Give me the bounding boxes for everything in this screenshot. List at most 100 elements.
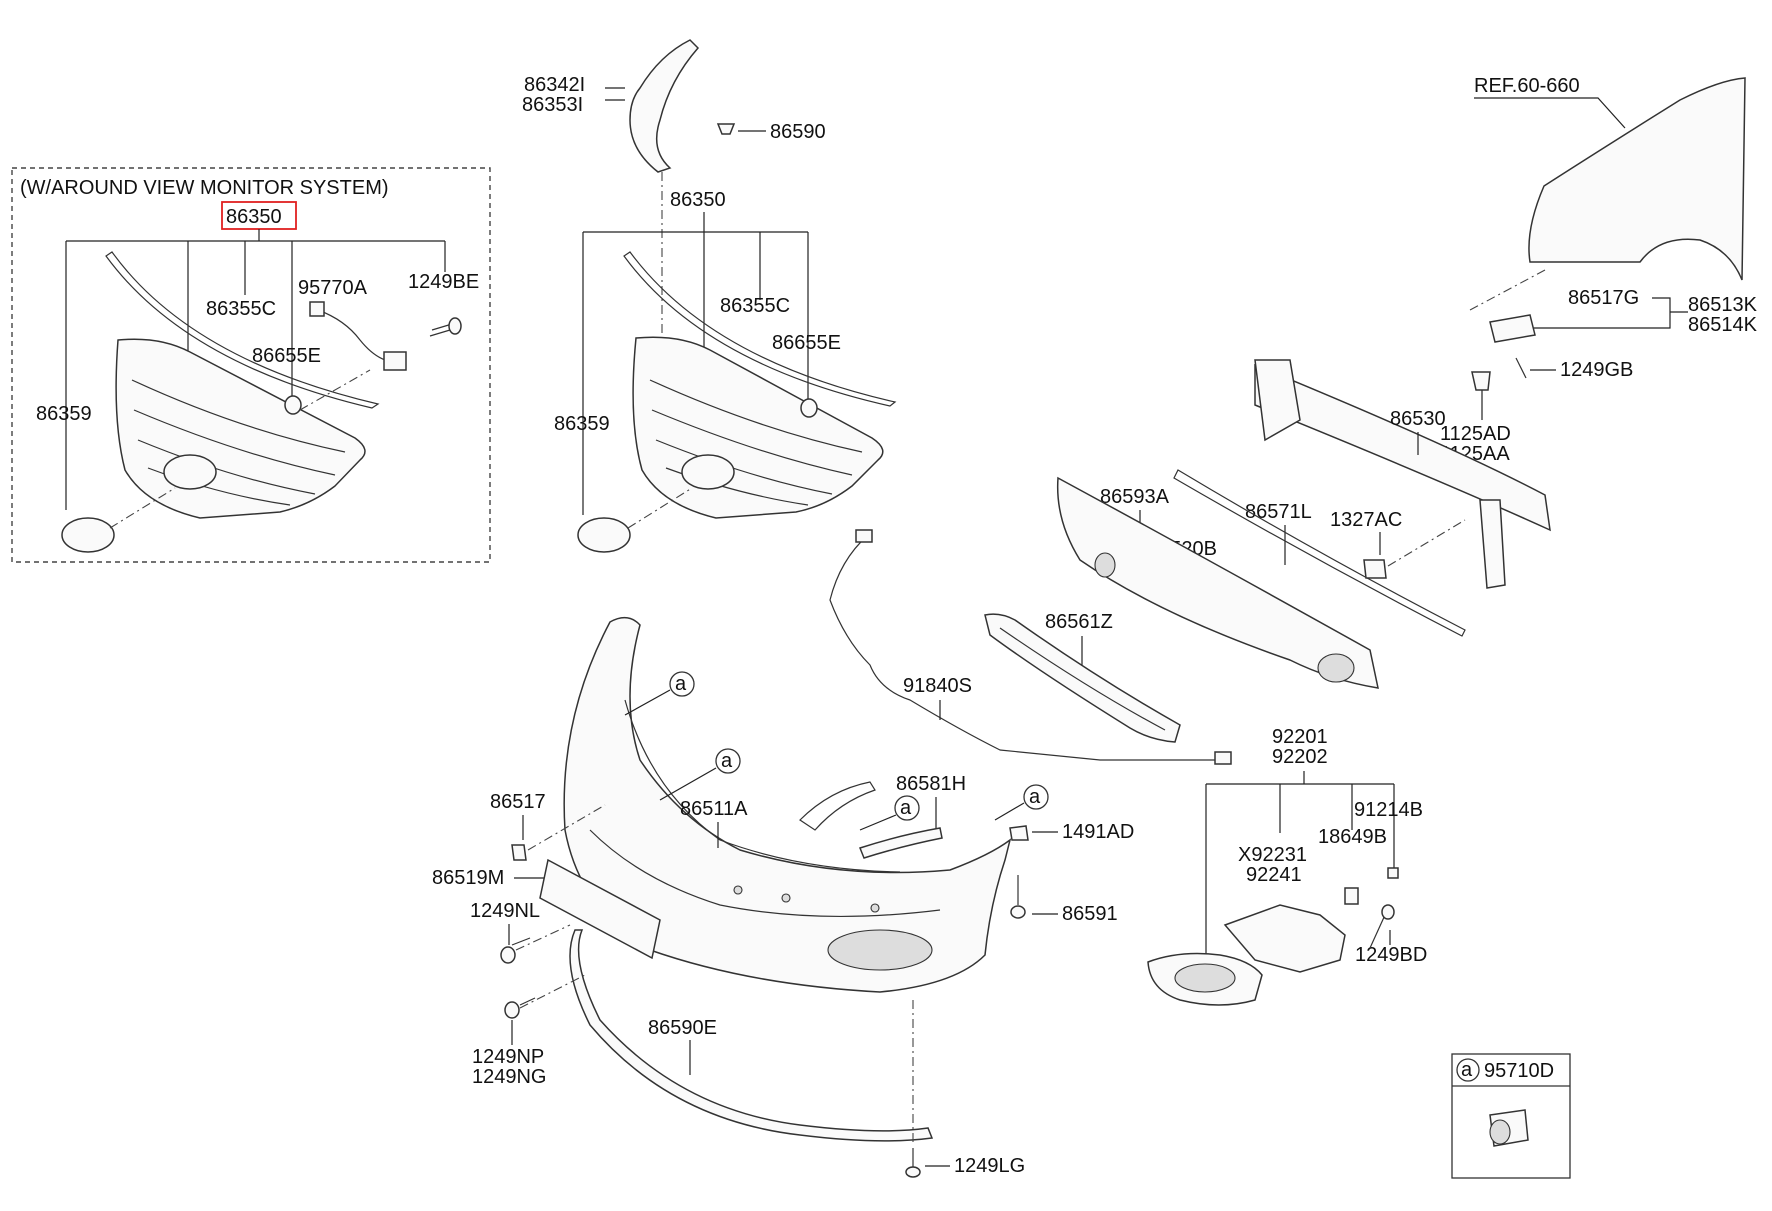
label-86530[interactable]: 86530 xyxy=(1390,408,1446,430)
callout-a-3[interactable]: a xyxy=(900,797,912,819)
label-86593A[interactable]: 86593A xyxy=(1100,486,1170,508)
label-86513K[interactable]: 86513K xyxy=(1688,294,1758,316)
group-bumper-beam: 86530 xyxy=(1254,359,1551,589)
inset-screw-head xyxy=(448,317,462,335)
sensor-hole-1 xyxy=(733,885,743,895)
inset-title: (W/AROUND VIEW MONITOR SYSTEM) xyxy=(20,177,389,199)
clip-86590 xyxy=(716,123,736,135)
callout-circle-3 xyxy=(894,795,920,821)
label-inset-86350[interactable]: 86350 xyxy=(226,206,282,228)
leader-86342I xyxy=(605,87,625,101)
label-91214B[interactable]: 91214B xyxy=(1354,799,1423,821)
fog-lamp-lens xyxy=(1174,963,1236,993)
main-emblem xyxy=(577,517,631,553)
callout-circle-1 xyxy=(669,671,695,697)
label-1249BD[interactable]: 1249BD xyxy=(1355,944,1427,966)
group-upper-bracket: 86342I 86353I 86590 xyxy=(522,39,826,345)
front-bumper-beam xyxy=(1254,363,1551,532)
label-86571L[interactable]: 86571L xyxy=(1245,501,1312,523)
nut-1327AC xyxy=(1363,559,1387,579)
callout-leader-4 xyxy=(994,802,1025,821)
label-inset-86359[interactable]: 86359 xyxy=(36,403,92,425)
label-main-86350[interactable]: 86350 xyxy=(670,189,726,211)
callout-circle-2 xyxy=(715,748,741,774)
screw-1249NP xyxy=(519,997,536,1006)
bumper-lower-crease xyxy=(589,829,941,917)
label-1249GB[interactable]: 1249GB xyxy=(1560,359,1633,381)
bumper-fog-opening xyxy=(827,929,933,971)
legend-part-95710D[interactable]: 95710D xyxy=(1484,1060,1554,1082)
label-1249LG[interactable]: 1249LG xyxy=(954,1155,1025,1177)
screw-head-1249BD xyxy=(1381,904,1395,920)
cap-86517 xyxy=(511,844,527,861)
label-ref-60-660[interactable]: REF.60-660 xyxy=(1474,75,1580,97)
label-91840S[interactable]: 91840S xyxy=(903,675,972,697)
inset-camera-connector xyxy=(383,351,407,371)
parking-sensor-face xyxy=(1489,1119,1511,1145)
label-main-86359[interactable]: 86359 xyxy=(554,413,610,435)
label-92202[interactable]: 92202 xyxy=(1272,746,1328,768)
bumper-insert-strip xyxy=(799,781,876,831)
fog-lamp-bracket xyxy=(1205,771,1395,958)
label-92201[interactable]: 92201 xyxy=(1272,726,1328,748)
label-86519M[interactable]: 86519M xyxy=(432,867,504,889)
inset-clip-86655E xyxy=(284,395,302,415)
callout-a-1[interactable]: a xyxy=(675,673,687,695)
label-86561Z[interactable]: 86561Z xyxy=(1045,611,1113,633)
main-grille-trim-strip xyxy=(623,251,897,407)
label-1249NP[interactable]: 1249NP xyxy=(472,1046,544,1068)
legend-parking-sensor: a 95710D xyxy=(1451,1053,1571,1179)
inset-radiator-grille xyxy=(115,338,366,519)
label-main-86355C[interactable]: 86355C xyxy=(720,295,790,317)
nut-dashline xyxy=(1387,519,1466,567)
main-radiator-grille xyxy=(632,336,884,519)
callout-a-2[interactable]: a xyxy=(721,750,733,772)
label-86517G[interactable]: 86517G xyxy=(1568,287,1639,309)
label-86514K[interactable]: 86514K xyxy=(1688,314,1758,336)
beam-left-stay xyxy=(1254,359,1301,442)
label-86511A[interactable]: 86511A xyxy=(680,798,748,820)
screw-head-1249NL xyxy=(500,946,516,964)
screw-1249NL xyxy=(511,937,531,946)
label-inset-95770A[interactable]: 95770A xyxy=(298,277,368,299)
inset-clip-dashline xyxy=(299,369,371,411)
clip-1491AD xyxy=(1009,825,1029,841)
callout-leader-1 xyxy=(624,689,671,716)
label-main-86655E[interactable]: 86655E xyxy=(772,332,841,354)
label-1491AD[interactable]: 1491AD xyxy=(1062,821,1134,843)
label-inset-86655E[interactable]: 86655E xyxy=(252,345,321,367)
label-86517[interactable]: 86517 xyxy=(490,791,546,813)
label-inset-1249BE[interactable]: 1249BE xyxy=(408,271,479,293)
main-grille-emblem xyxy=(681,454,735,490)
lower-grille-86561Z xyxy=(984,613,1181,743)
legend-callout-a[interactable]: a xyxy=(1461,1059,1473,1081)
label-X92231[interactable]: X92231 xyxy=(1238,844,1307,866)
inset-emblem xyxy=(61,517,115,553)
callout-circle-4 xyxy=(1023,784,1049,810)
bracket-86581H xyxy=(859,827,943,859)
label-18649B[interactable]: 18649B xyxy=(1318,826,1387,848)
label-1249NG[interactable]: 1249NG xyxy=(472,1066,547,1088)
label-86342I[interactable]: 86342I xyxy=(524,74,585,96)
bulb-18649B xyxy=(1344,887,1359,905)
label-1327AC[interactable]: 1327AC xyxy=(1330,509,1402,531)
label-1125AD[interactable]: 1125AD xyxy=(1440,423,1511,445)
label-86591[interactable]: 86591 xyxy=(1062,903,1118,925)
label-86590[interactable]: 86590 xyxy=(770,121,826,143)
lower-lip-molding-86590E xyxy=(569,929,934,1142)
label-92241[interactable]: 92241 xyxy=(1246,864,1302,886)
upper-side-bracket xyxy=(629,39,700,173)
group-wiring: 91840S xyxy=(829,529,1232,765)
sensor-wiring-harness-91840S xyxy=(829,534,1220,761)
group-fog-lamp: 92201 92202 91214B 18649B X92231 92241 1… xyxy=(1147,726,1427,1006)
label-86353I[interactable]: 86353I xyxy=(522,94,583,116)
screw-head-1249NP xyxy=(504,1001,520,1019)
label-1249NL[interactable]: 1249NL xyxy=(470,900,540,922)
label-inset-86355C[interactable]: 86355C xyxy=(206,298,276,320)
group-lower-grille: 86561Z xyxy=(984,611,1181,743)
label-86590E[interactable]: 86590E xyxy=(648,1017,717,1039)
sensor-hole-3 xyxy=(870,903,880,913)
callout-a-4[interactable]: a xyxy=(1029,786,1041,808)
label-86581H[interactable]: 86581H xyxy=(896,773,966,795)
